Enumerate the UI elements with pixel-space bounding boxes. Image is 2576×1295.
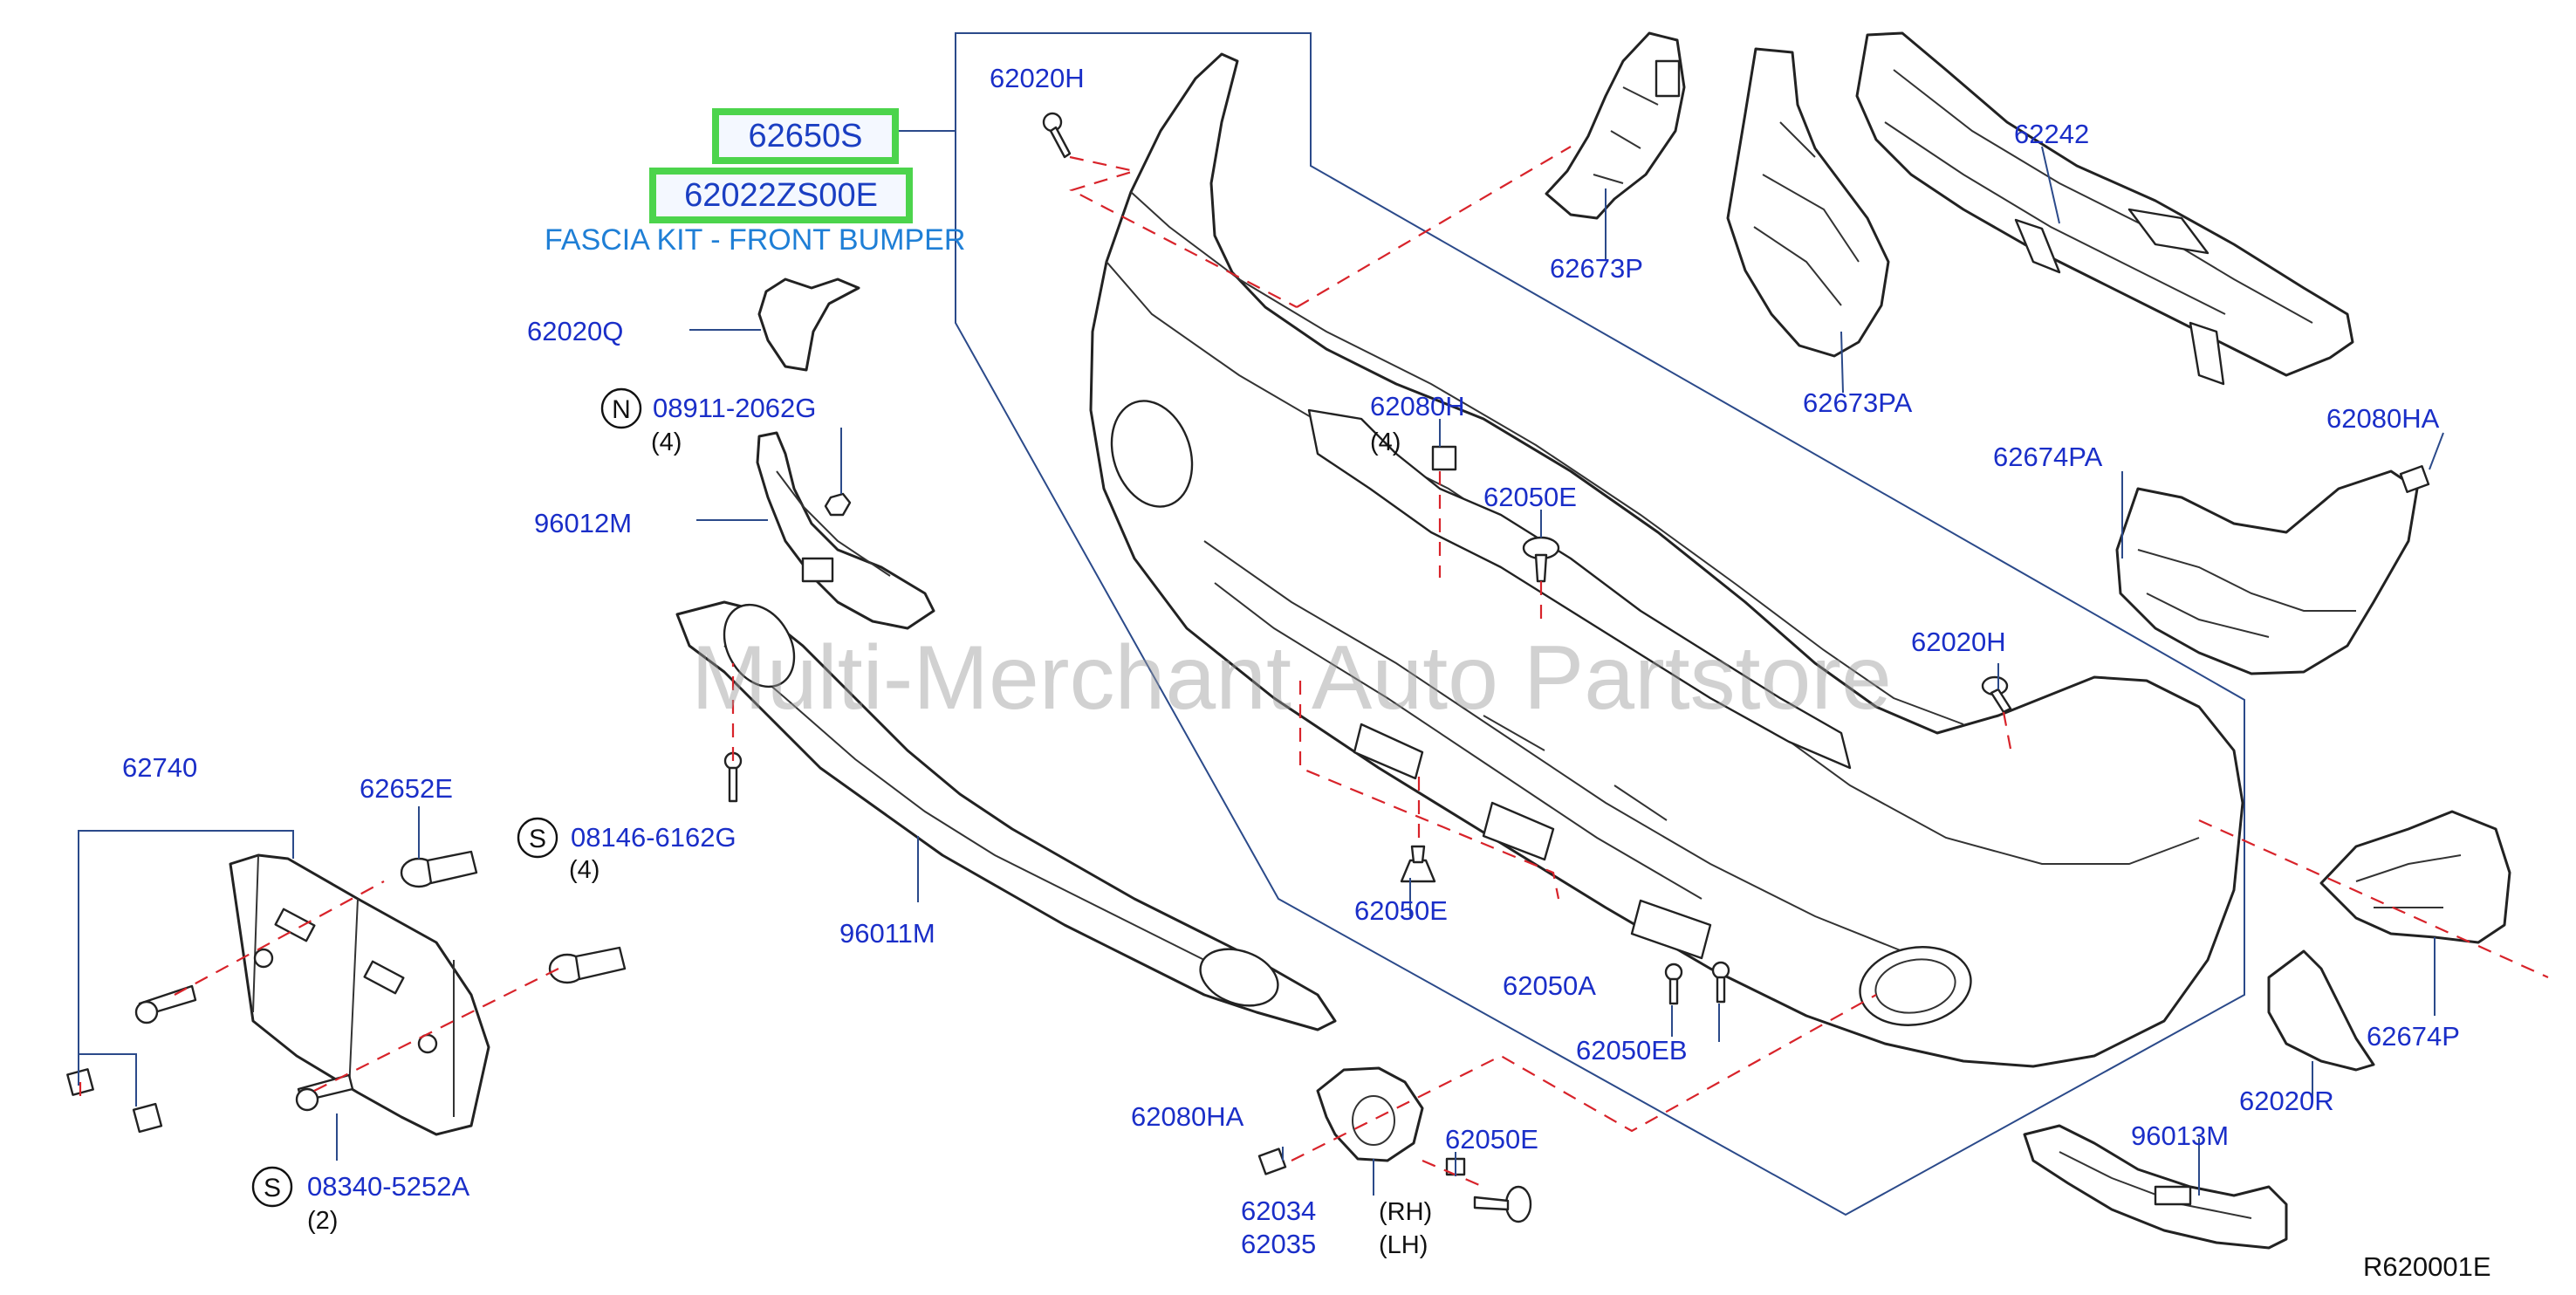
clip-62050e-mid-part[interactable]: [1400, 845, 1436, 883]
fog-lamp-62034-62035-part[interactable]: [1316, 1066, 1424, 1162]
license-plate-bracket-62740-part[interactable]: [229, 853, 490, 1136]
clip-62652e-part-2[interactable]: [548, 946, 627, 984]
bolt-62020h-top-part[interactable]: [1042, 112, 1072, 159]
leader-lines: [78, 130, 2444, 1196]
bolt-62020h-right-part[interactable]: [1981, 675, 2012, 714]
assembly-boundary-line: [955, 32, 2245, 1216]
qty-62080h: (4): [1370, 428, 1401, 456]
side-bracket-62674pa-part[interactable]: [2115, 469, 2419, 675]
badge-s-08340-letter: S: [264, 1174, 281, 1202]
bolt-62050a-part[interactable]: [1664, 963, 1683, 1005]
badge-s-08146-letter: S: [529, 825, 546, 853]
clip-62050e-bottom-part[interactable]: [1473, 1185, 1532, 1223]
bolt-62050eb-part[interactable]: [1711, 961, 1730, 1004]
label-08340-5252a[interactable]: 08340-5252A: [307, 1171, 469, 1202]
cover-62020r-part[interactable]: [2267, 949, 2375, 1072]
label-62080ha-right[interactable]: 62080HA: [2326, 403, 2440, 434]
highlight-part-62022zs00e[interactable]: 62022ZS00E: [684, 177, 878, 214]
watermark-text: Multi-Merchant Auto Partstore: [691, 627, 1892, 729]
badge-n-08911: [600, 387, 642, 429]
label-62080h[interactable]: 62080H: [1370, 391, 1465, 421]
label-08146-6162g[interactable]: 08146-6162G: [571, 822, 736, 853]
label-62020h-top[interactable]: 62020H: [990, 63, 1085, 93]
highlighted-part-numbers: 62650S 62022ZS00E FASCIA KIT - FRONT BUM…: [545, 108, 965, 257]
fascia-kit-title: FASCIA KIT - FRONT BUMPER: [545, 223, 965, 257]
part-number-labels: 62020H 62673P 62242 62673PA 62020Q N 089…: [122, 63, 2491, 1282]
label-62020h-right[interactable]: 62020H: [1911, 627, 2006, 657]
clip-62080h-part[interactable]: [1431, 445, 1457, 471]
badge-n-08911-letter: N: [612, 395, 631, 424]
label-62652e[interactable]: 62652E: [360, 773, 453, 804]
label-96011m[interactable]: 96011M: [839, 918, 935, 949]
label-96012m[interactable]: 96012M: [534, 508, 632, 538]
bracket-62673pa-part[interactable]: [1726, 47, 1890, 358]
label-62673pa[interactable]: 62673PA: [1803, 387, 1913, 418]
qty-08340: (2): [307, 1207, 338, 1235]
side-bracket-62674p-part[interactable]: [2319, 810, 2511, 944]
highlight-box-62022zs00e: [649, 168, 913, 223]
label-lh: (LH): [1379, 1231, 1428, 1259]
label-08911-2062g[interactable]: 08911-2062G: [653, 393, 816, 423]
cover-62020q-part[interactable]: [757, 278, 860, 372]
label-62673p[interactable]: 62673P: [1550, 253, 1643, 284]
screw-08340-part-2[interactable]: [295, 1073, 354, 1112]
label-62242[interactable]: 62242: [2014, 119, 2089, 149]
clip-62080ha-right-part[interactable]: [2399, 465, 2430, 493]
label-96013m[interactable]: 96013M: [2131, 1120, 2229, 1151]
label-62034[interactable]: 62034: [1241, 1196, 1316, 1226]
front-bumper-fascia-part[interactable]: [1089, 52, 2244, 1068]
label-62020q[interactable]: 62020Q: [527, 316, 623, 346]
label-62050e-mid[interactable]: 62050E: [1354, 895, 1448, 926]
qty-08911: (4): [651, 428, 682, 456]
highlight-box-62650s: [712, 108, 899, 164]
label-62050e-top[interactable]: 62050E: [1483, 482, 1577, 512]
diagram-code: R620001E: [2363, 1251, 2491, 1282]
nut-62740-right-part[interactable]: [132, 1102, 163, 1134]
label-62740[interactable]: 62740: [122, 752, 197, 783]
label-62050eb[interactable]: 62050EB: [1576, 1035, 1688, 1065]
label-62035[interactable]: 62035: [1241, 1229, 1316, 1259]
qty-08146: (4): [569, 856, 599, 884]
fascia-upper-retainer-strip: [1307, 408, 1852, 770]
badge-s-08340: [251, 1166, 293, 1208]
bracket-96011m-part[interactable]: [675, 593, 1337, 1031]
bolt-08146-part[interactable]: [723, 751, 743, 803]
label-62674pa[interactable]: 62674PA: [1993, 442, 2103, 472]
screw-08340-part[interactable]: [134, 984, 197, 1024]
label-rh: (RH): [1379, 1198, 1432, 1226]
reinforcement-62242-part[interactable]: [1855, 31, 2354, 386]
label-62020r[interactable]: 62020R: [2239, 1086, 2334, 1116]
badge-s-08146: [517, 817, 558, 859]
bracket-62673p-part[interactable]: [1545, 31, 1686, 220]
clip-62080ha-bottom-part[interactable]: [1257, 1148, 1287, 1175]
label-62080ha-bottom[interactable]: 62080HA: [1131, 1101, 1244, 1132]
label-62050a[interactable]: 62050A: [1503, 970, 1596, 1001]
assembly-dashed-lines: [79, 146, 2549, 1189]
clip-62652e-part[interactable]: [400, 850, 478, 888]
nut-08911-part[interactable]: [824, 492, 852, 517]
bracket-96013m-part[interactable]: [2023, 1124, 2288, 1250]
label-62050e-bottom[interactable]: 62050E: [1445, 1124, 1538, 1155]
bracket-96012m-part[interactable]: [756, 431, 935, 630]
label-62674p[interactable]: 62674P: [2367, 1021, 2460, 1052]
highlight-part-62650s[interactable]: 62650S: [748, 118, 862, 154]
